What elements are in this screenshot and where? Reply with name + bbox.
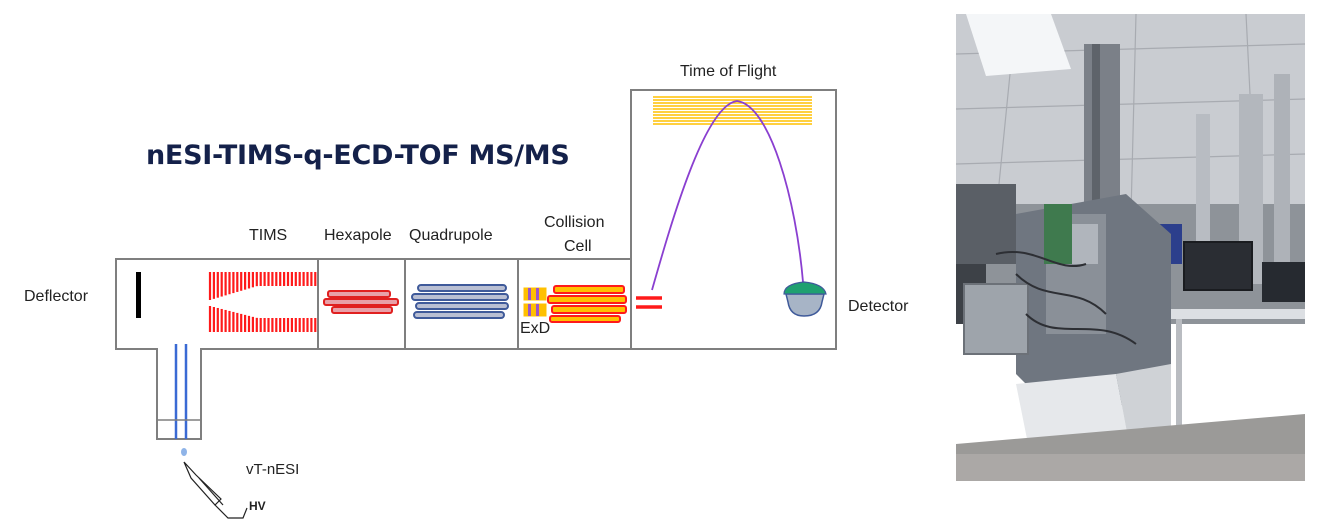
label-time-of-flight: Time of Flight (680, 63, 777, 80)
tof-pusher (636, 296, 662, 309)
ion-flight-path (651, 100, 804, 291)
detector (783, 281, 827, 317)
instrument-photo (956, 14, 1305, 481)
label-vt-nesi: vT-nESI (246, 461, 300, 478)
label-hv: HV (249, 499, 266, 513)
label-detector: Detector (848, 298, 909, 315)
collision-cell-rods (547, 285, 627, 323)
spray-droplet (181, 448, 187, 456)
label-quadrupole: Quadrupole (409, 227, 493, 244)
instrument-housing (115, 89, 837, 440)
instrument-schematic: nESI-TIMS-q-ECD-TOF MS/MS Deflector TIMS… (24, 63, 909, 519)
emitter-capillaries (174, 344, 188, 439)
label-collision-line1: Collision (544, 214, 605, 231)
nesi-emitter (183, 461, 248, 519)
label-collision-line2: Cell (564, 238, 592, 255)
exd-cell (523, 287, 547, 317)
label-hexapole: Hexapole (324, 227, 392, 244)
deflector-plate (136, 272, 141, 318)
label-exd: ExD (520, 320, 551, 337)
hexapole-rods (323, 290, 399, 314)
quadrupole-rods (411, 284, 509, 319)
label-deflector: Deflector (24, 288, 89, 305)
instrument-photo-svg (956, 14, 1305, 481)
instrument-schematic-svg (115, 89, 837, 519)
tof-reflectron (653, 96, 812, 125)
tims-funnel (208, 272, 317, 332)
diagram-title: nESI-TIMS-q-ECD-TOF MS/MS (146, 140, 570, 171)
label-tims: TIMS (249, 227, 288, 244)
